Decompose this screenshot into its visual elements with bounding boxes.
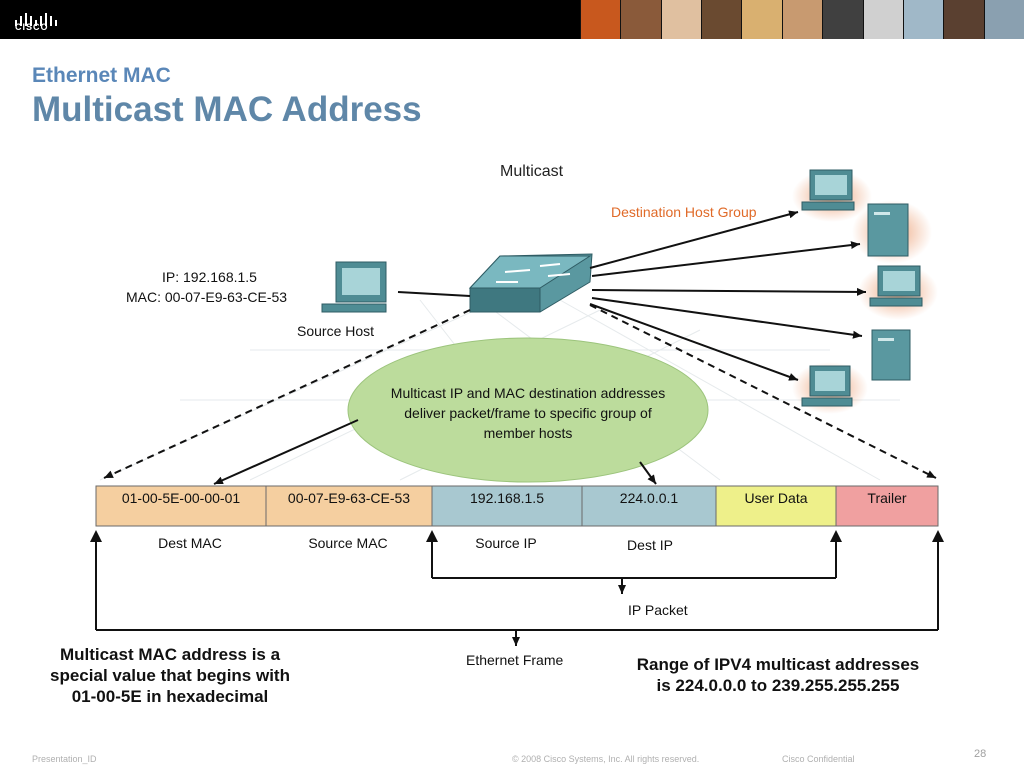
destination-host-3-icon <box>858 264 938 320</box>
frame-field-text: 00-07-E9-63-CE-53 <box>288 490 410 506</box>
frame-field-text: 224.0.0.1 <box>620 490 679 506</box>
bubble-line-2: deliver packet/frame to specific group o… <box>404 405 652 421</box>
note-left-line-2: special value that begins with <box>50 666 290 685</box>
switch-icon <box>468 253 593 313</box>
header-photo <box>741 0 782 39</box>
header-photo <box>983 0 1024 39</box>
slide-subtitle: Ethernet MAC <box>32 64 171 87</box>
switch-to-hosts-arrows <box>589 210 867 381</box>
bubble-line-1: Multicast IP and MAC destination address… <box>391 385 665 401</box>
ipv4-range-note: Range of IPV4 multicast addresses is 224… <box>598 654 958 696</box>
header-photo <box>660 0 702 39</box>
source-mac-label: MAC: 00-07-E9-63-CE-53 <box>126 289 287 305</box>
header-photo <box>781 0 823 39</box>
frame-field-text: Trailer <box>867 490 906 506</box>
frame-field-box <box>95 485 267 527</box>
multicast-mac-note: Multicast MAC address is a special value… <box>20 644 320 707</box>
source-computer-icon <box>321 261 387 313</box>
bubble-line-3: member hosts <box>484 425 573 441</box>
header-photo <box>580 0 621 39</box>
multicast-diagram: Multicast Destination Host Group IP: 192… <box>90 163 944 668</box>
dashed-frame-lines <box>103 304 937 479</box>
source-mac-field-label: Source MAC <box>308 535 387 551</box>
ethernet-frame-fields: 01-00-5E-00-00-01 00-07-E9-63-CE-53 192.16… <box>95 485 939 527</box>
header-photo <box>902 0 944 39</box>
frame-field-box <box>581 485 717 527</box>
copyright: © 2008 Cisco Systems, Inc. All rights re… <box>512 754 700 764</box>
frame-field-box <box>431 485 583 527</box>
source-ip-field-label: Source IP <box>475 535 536 551</box>
frame-field-box <box>715 485 837 527</box>
dest-ip-field-label: Dest IP <box>627 537 673 553</box>
cisco-logo-icon <box>15 13 57 26</box>
frame-field-box <box>835 485 939 527</box>
note-left-line-1: Multicast MAC address is a <box>59 645 281 664</box>
note-right-line-2: is 224.0.0.0 to 239.255.255.255 <box>656 676 900 695</box>
source-host-label: Source Host <box>297 323 374 339</box>
ip-packet-label: IP Packet <box>628 602 688 618</box>
header-photo <box>943 0 984 39</box>
header-photo <box>862 0 903 39</box>
destination-host-1-icon <box>792 169 872 222</box>
page-number: 28 <box>974 748 987 760</box>
photo-strip <box>580 0 1024 39</box>
ip-packet-arrowheads <box>426 530 842 542</box>
destination-host-5-icon <box>792 362 868 414</box>
destination-host-group-label: Destination Host Group <box>611 204 757 220</box>
confidential-label: Cisco Confidential <box>782 754 855 764</box>
bubble-to-field-arrows <box>213 419 657 485</box>
ethernet-frame-arrowheads <box>90 530 944 542</box>
dest-mac-label: Dest MAC <box>158 535 222 551</box>
ethernet-frame-label: Ethernet Frame <box>466 652 563 668</box>
info-bubble <box>347 337 709 483</box>
note-left-line-3: 01-00-5E in hexadecimal <box>71 687 269 706</box>
slide-title: Multicast MAC Address <box>32 90 422 129</box>
header-photo <box>822 0 863 39</box>
ethernet-frame-bracket <box>95 534 939 646</box>
presentation-id: Presentation_ID <box>32 754 97 764</box>
header-photo <box>701 0 742 39</box>
frame-field-text: User Data <box>744 490 807 506</box>
logo-text: CISCO <box>15 22 49 32</box>
source-ip-label: IP: 192.168.1.5 <box>162 269 257 285</box>
note-right-line-1: Range of IPV4 multicast addresses <box>636 655 920 674</box>
frame-field-text: 192.168.1.5 <box>470 490 544 506</box>
destination-host-2-icon <box>852 200 932 264</box>
destination-host-4-icon <box>871 329 911 381</box>
header-photo <box>620 0 661 39</box>
frame-field-text: 01-00-5E-00-00-01 <box>122 490 241 506</box>
source-to-switch-line <box>397 291 471 297</box>
multicast-label: Multicast <box>500 163 564 180</box>
frame-field-box <box>265 485 433 527</box>
header-banner: CISCO <box>0 0 1024 39</box>
